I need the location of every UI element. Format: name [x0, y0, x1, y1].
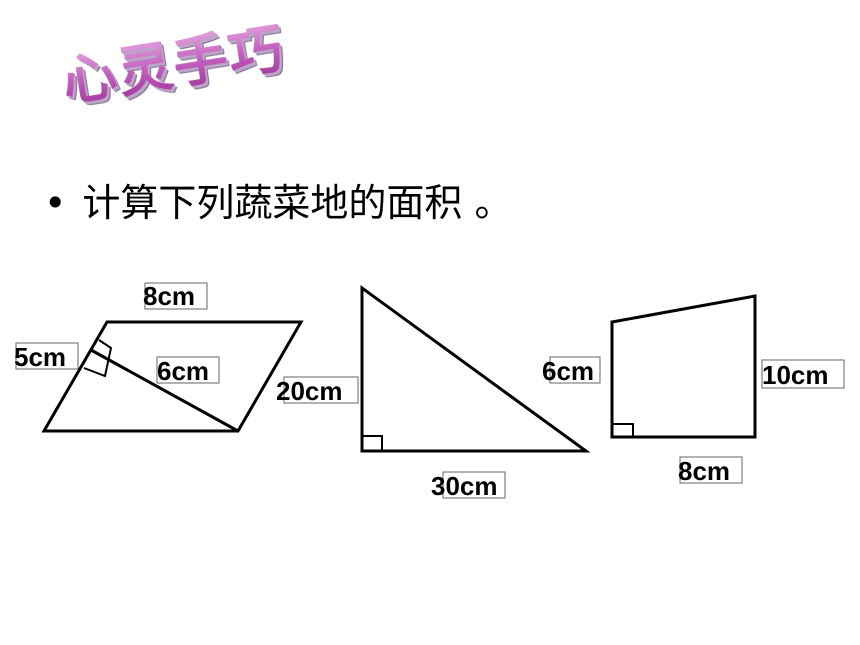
parallelogram-right-angle-mark [83, 339, 113, 378]
label-triangle-height: 20cm [276, 376, 343, 406]
label-parallelogram-left: 5cm [14, 342, 66, 372]
parallelogram-height-line [90, 348, 239, 433]
label-trapezoid-base: 8cm [678, 456, 730, 486]
label-box-trap-right [761, 359, 845, 389]
label-trapezoid-right: 10cm [762, 360, 829, 390]
label-parallelogram-top: 8cm [143, 281, 195, 311]
label-box-tri-base [442, 471, 506, 499]
label-box-trap-left [549, 356, 601, 384]
instruction-line: • 计算下列蔬菜地的面积 。 [44, 172, 513, 227]
trapezoid-right-angle-mark [612, 423, 634, 437]
label-box-para-height [156, 356, 220, 384]
label-box-para-top [144, 282, 208, 310]
bullet-icon: • [44, 181, 67, 225]
label-box-tri-height [283, 376, 359, 404]
triangle-shape [360, 285, 591, 453]
label-parallelogram-height: 6cm [157, 356, 209, 386]
label-box-trap-base [679, 456, 743, 484]
label-triangle-base: 30cm [431, 471, 498, 501]
triangle-right-angle-mark [362, 435, 383, 451]
label-box-para-left [15, 342, 79, 370]
instruction-text: 计算下列蔬菜地的面积 。 [82, 181, 513, 225]
label-trapezoid-left: 6cm [542, 356, 594, 386]
trapezoid-shape [610, 294, 757, 439]
